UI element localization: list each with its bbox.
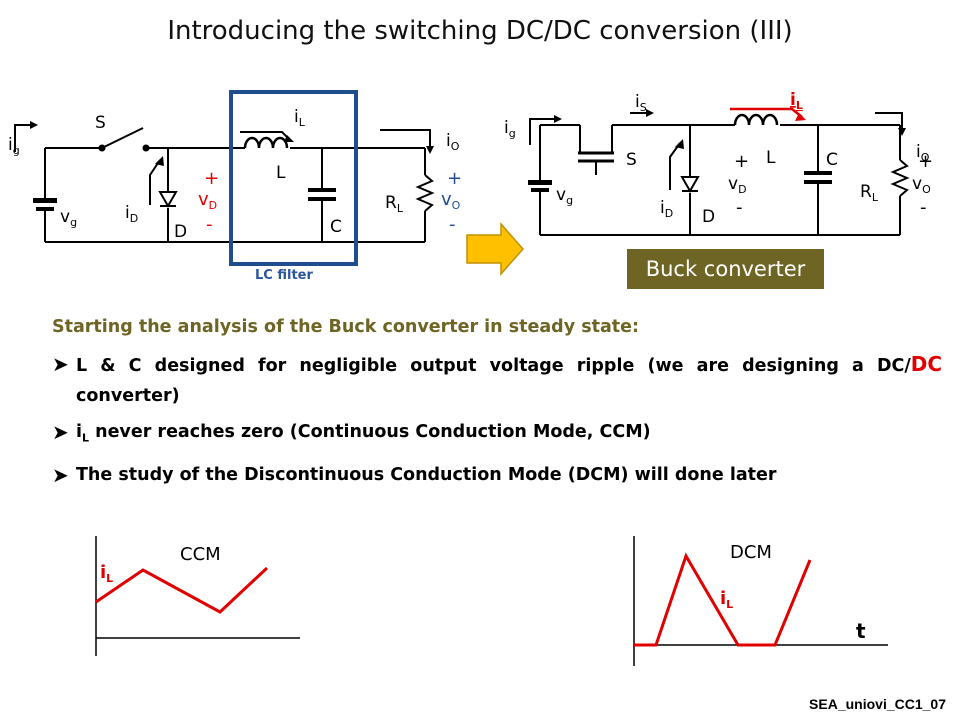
bullet-2: ➤ iL never reaches zero (Continuous Cond…	[52, 417, 942, 454]
dcm-il-trace	[634, 552, 812, 647]
svg-text:iO: iO	[916, 142, 930, 164]
svg-text:+: +	[447, 168, 462, 189]
right-circuit: iS ig S vg L C iO RL iD D + vD - + vO - …	[504, 90, 933, 236]
svg-text:DCM: DCM	[730, 542, 772, 563]
bullet-arrow-icon: ➤	[52, 420, 69, 444]
analysis-text: Starting the analysis of the Buck conver…	[52, 317, 942, 496]
svg-text:RL: RL	[860, 182, 879, 204]
svg-text:+: +	[204, 168, 219, 189]
svg-text:+: +	[734, 151, 749, 172]
svg-text:vD: vD	[728, 174, 747, 196]
svg-text:vg: vg	[556, 185, 573, 207]
svg-text:iL: iL	[100, 562, 113, 585]
intro-line: Starting the analysis of the Buck conver…	[52, 317, 640, 337]
svg-text:RL: RL	[385, 193, 404, 215]
switch-label: S	[95, 113, 106, 133]
bullet-3: ➤ The study of the Discontinuous Conduct…	[52, 460, 942, 490]
svg-text:C: C	[826, 150, 838, 170]
svg-text:-: -	[920, 197, 927, 218]
lc-filter-label: LC filter	[255, 268, 313, 283]
svg-text:S: S	[626, 150, 637, 170]
svg-text:iL: iL	[790, 90, 803, 112]
svg-text:L: L	[766, 148, 776, 168]
ccm-waveform: CCM iL t	[95, 536, 300, 656]
svg-text:vg: vg	[60, 207, 77, 229]
buck-converter-label: Buck converter	[627, 249, 824, 289]
svg-text:vD: vD	[198, 189, 217, 212]
page-title: Introducing the switching DC/DC conversi…	[167, 16, 793, 46]
svg-text:C: C	[330, 217, 342, 237]
svg-text:ig: ig	[504, 118, 516, 140]
bullet-1: ➤ L & C designed for negligible output v…	[52, 349, 942, 411]
transform-arrow	[466, 222, 524, 276]
svg-text:CCM: CCM	[180, 544, 221, 565]
svg-text:D: D	[174, 222, 187, 242]
svg-text:-: -	[206, 214, 213, 235]
svg-text:vO: vO	[912, 174, 931, 196]
lc-filter-box	[229, 90, 358, 266]
svg-text:iL: iL	[294, 107, 306, 129]
svg-text:t: t	[856, 619, 866, 643]
svg-text:L: L	[276, 163, 286, 183]
svg-text:vO: vO	[441, 189, 461, 212]
svg-text:iL: iL	[720, 588, 733, 611]
switch-blade	[101, 127, 144, 149]
svg-text:iO: iO	[446, 131, 460, 153]
left-circuit: S ig vg iD D iL L C RL iO + vD - + vO -	[8, 90, 462, 266]
svg-text:-: -	[736, 197, 743, 218]
svg-text:ig: ig	[8, 135, 20, 157]
svg-text:D: D	[702, 207, 715, 227]
svg-text:iS: iS	[635, 92, 647, 114]
ccm-il-trace	[95, 566, 269, 614]
slide-footer: SEA_uniovi_CC1_07	[809, 696, 946, 712]
bullet-arrow-icon: ➤	[52, 352, 69, 376]
svg-text:iD: iD	[125, 203, 138, 225]
svg-text:iD: iD	[660, 198, 673, 220]
bullet-arrow-icon: ➤	[52, 462, 69, 487]
svg-text:-: -	[449, 214, 456, 235]
dcm-waveform: DCM iL t	[633, 536, 888, 666]
source-plate	[33, 198, 57, 203]
svg-text:+: +	[918, 151, 933, 172]
